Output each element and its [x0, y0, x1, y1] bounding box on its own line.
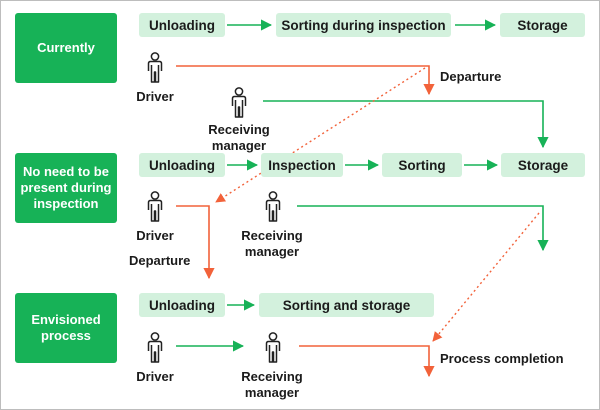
- row-label-currently: Currently: [15, 13, 117, 83]
- person-icon: [145, 332, 165, 364]
- arrow-driver-departure-current: [176, 65, 435, 96]
- person-icon: [263, 191, 283, 223]
- person-icon: [229, 87, 249, 119]
- dotted-arrow-departure-shift: [215, 67, 426, 203]
- arrow-receiver-process-completion: [299, 345, 435, 378]
- driver-label-current: Driver: [136, 89, 174, 104]
- row-label-no-need: No need to be present during inspection: [15, 153, 117, 223]
- person-icon: [145, 191, 165, 223]
- step-sorting-and-storage: Sorting and storage: [259, 293, 434, 317]
- driver-label-no-need: Driver: [136, 228, 174, 243]
- departure-note-current: Departure: [440, 69, 502, 84]
- step-inspection: Inspection: [261, 153, 343, 177]
- dotted-arrow-completion-shift: [432, 212, 540, 342]
- step-storage-no-need: Storage: [501, 153, 585, 177]
- receiving-manager-label-current: Receiving manager: [208, 122, 270, 154]
- arrow-driver-departure-no-need: [176, 205, 215, 280]
- step-storage-current: Storage: [500, 13, 585, 37]
- step-unloading-envisioned: Unloading: [139, 293, 225, 317]
- row-label-envisioned: Envisioned process: [15, 293, 117, 363]
- person-icon: [145, 52, 165, 84]
- arrow-receiver-no-need: [297, 205, 549, 252]
- receiving-manager-label-envisioned: Receiving manager: [241, 369, 303, 401]
- step-sorting: Sorting: [382, 153, 462, 177]
- departure-note-no-need: Departure: [129, 253, 191, 268]
- driver-label-envisioned: Driver: [136, 369, 174, 384]
- receiving-manager-label-no-need: Receiving manager: [241, 228, 303, 260]
- arrow-receiver-to-storage: [263, 100, 549, 149]
- step-sorting-during-inspection: Sorting during inspection: [276, 13, 451, 37]
- person-icon: [263, 332, 283, 364]
- step-unloading-no-need: Unloading: [139, 153, 225, 177]
- step-unloading-current: Unloading: [139, 13, 225, 37]
- process-completion-note: Process completion: [440, 351, 564, 366]
